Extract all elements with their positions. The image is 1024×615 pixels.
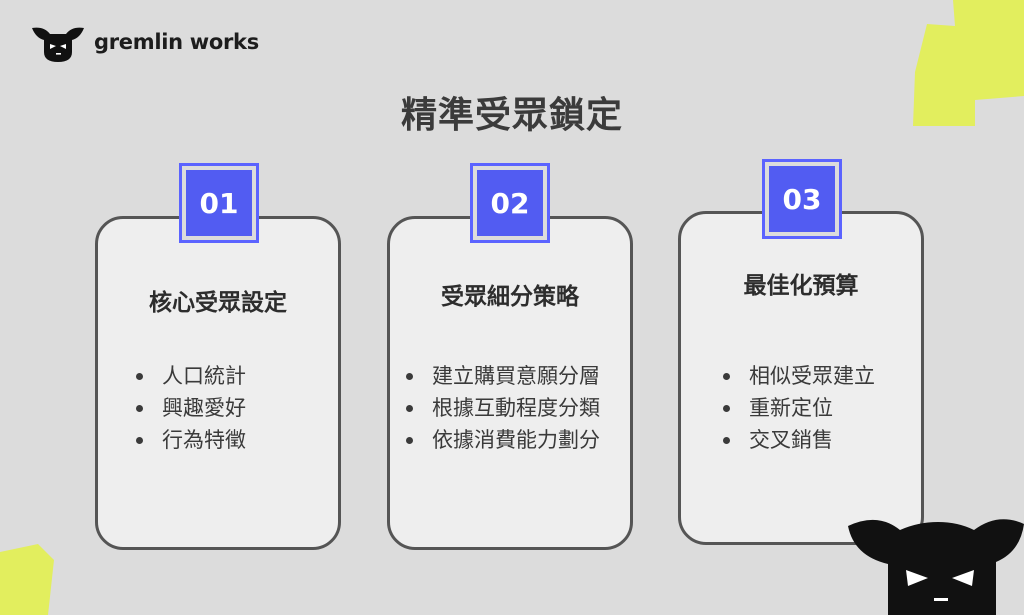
list-item: 建立購買意願分層 xyxy=(404,360,600,392)
badge-number: 01 xyxy=(186,170,252,236)
list-item: 交叉銷售 xyxy=(721,424,875,456)
list-item: 根據互動程度分類 xyxy=(404,392,600,424)
card-title: 核心受眾設定 xyxy=(149,290,287,316)
brand-logo: gremlin works xyxy=(30,22,259,62)
card-list: 人口統計 興趣愛好 行為特徵 xyxy=(134,360,246,456)
badge-number: 03 xyxy=(769,166,835,232)
list-item: 依據消費能力劃分 xyxy=(404,424,600,456)
card-3: 最佳化預算 相似受眾建立 重新定位 交叉銷售 xyxy=(678,211,924,545)
brand-name: gremlin works xyxy=(94,30,259,54)
list-item: 興趣愛好 xyxy=(134,392,246,424)
lime-shape-top-right xyxy=(913,0,1024,126)
page-title: 精準受眾鎖定 xyxy=(400,95,623,136)
card-list: 相似受眾建立 重新定位 交叉銷售 xyxy=(721,360,875,456)
card-title: 受眾細分策略 xyxy=(441,284,579,310)
gremlin-mascot-icon xyxy=(848,519,1024,615)
badge-number: 02 xyxy=(477,170,543,236)
list-item: 行為特徵 xyxy=(134,424,246,456)
card-title: 最佳化預算 xyxy=(743,273,859,299)
gremlin-logo-icon xyxy=(32,27,84,62)
list-item: 重新定位 xyxy=(721,392,875,424)
card-list: 建立購買意願分層 根據互動程度分類 依據消費能力劃分 xyxy=(404,360,600,456)
list-item: 相似受眾建立 xyxy=(721,360,875,392)
card-number-badge: 02 xyxy=(470,163,550,243)
list-item: 人口統計 xyxy=(134,360,246,392)
card-2: 受眾細分策略 建立購買意願分層 根據互動程度分類 依據消費能力劃分 xyxy=(387,216,633,550)
card-1: 核心受眾設定 人口統計 興趣愛好 行為特徵 xyxy=(95,216,341,550)
card-number-badge: 01 xyxy=(179,163,259,243)
lime-shape-bottom-left xyxy=(0,544,54,615)
card-number-badge: 03 xyxy=(762,159,842,239)
